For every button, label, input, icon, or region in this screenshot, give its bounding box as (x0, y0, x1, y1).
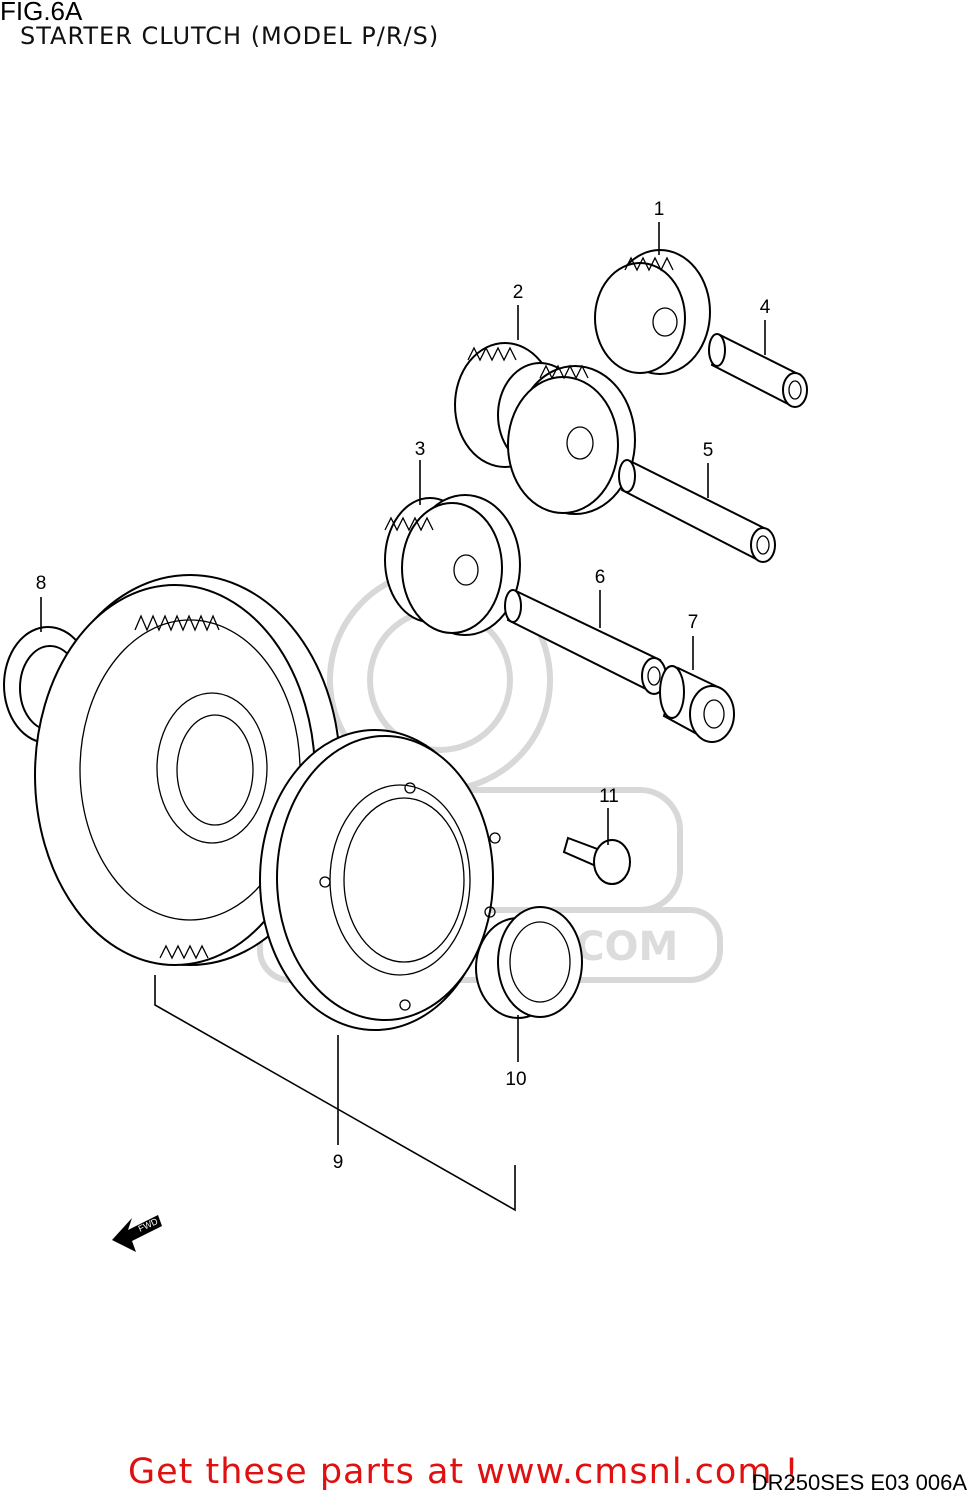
part-11-bolt (562, 836, 631, 885)
callout-5: 5 (703, 440, 714, 461)
part-5-shaft (618, 459, 776, 563)
part-7-collar (659, 665, 735, 743)
callout-labels: 1 2 3 4 5 6 7 8 9 10 11 (36, 199, 771, 1173)
callout-8: 8 (36, 573, 47, 594)
callout-6: 6 (595, 567, 606, 588)
callout-9: 9 (333, 1152, 344, 1173)
callout-4: 4 (760, 297, 771, 318)
callout-2: 2 (513, 282, 524, 303)
leader-lines (40, 222, 766, 1212)
fwd-arrow-icon: FWD (112, 1215, 162, 1252)
callout-10: 10 (505, 1069, 526, 1090)
part-4-shaft (708, 333, 808, 408)
diagram-code: DR250SES E03 006A (751, 1470, 967, 1495)
part-10-bearing (475, 906, 583, 1019)
part-1-gear (594, 249, 711, 375)
part-9-clutch-housing (259, 729, 501, 1031)
part-6-shaft (504, 589, 667, 695)
part-2-double-gear (454, 342, 636, 515)
callout-11: 11 (599, 786, 619, 807)
figure-title: STARTER CLUTCH (MODEL P/R/S) (20, 22, 440, 50)
part-9-starter-clutch-gear (34, 574, 341, 966)
figure-label: FIG.6A (0, 0, 83, 26)
callout-7: 7 (688, 612, 699, 633)
part-3-double-gear (384, 494, 521, 636)
promo-link[interactable]: Get these parts at www.cmsnl.com ! (128, 1452, 800, 1492)
callout-3: 3 (415, 439, 426, 460)
callout-1: 1 (654, 199, 665, 220)
